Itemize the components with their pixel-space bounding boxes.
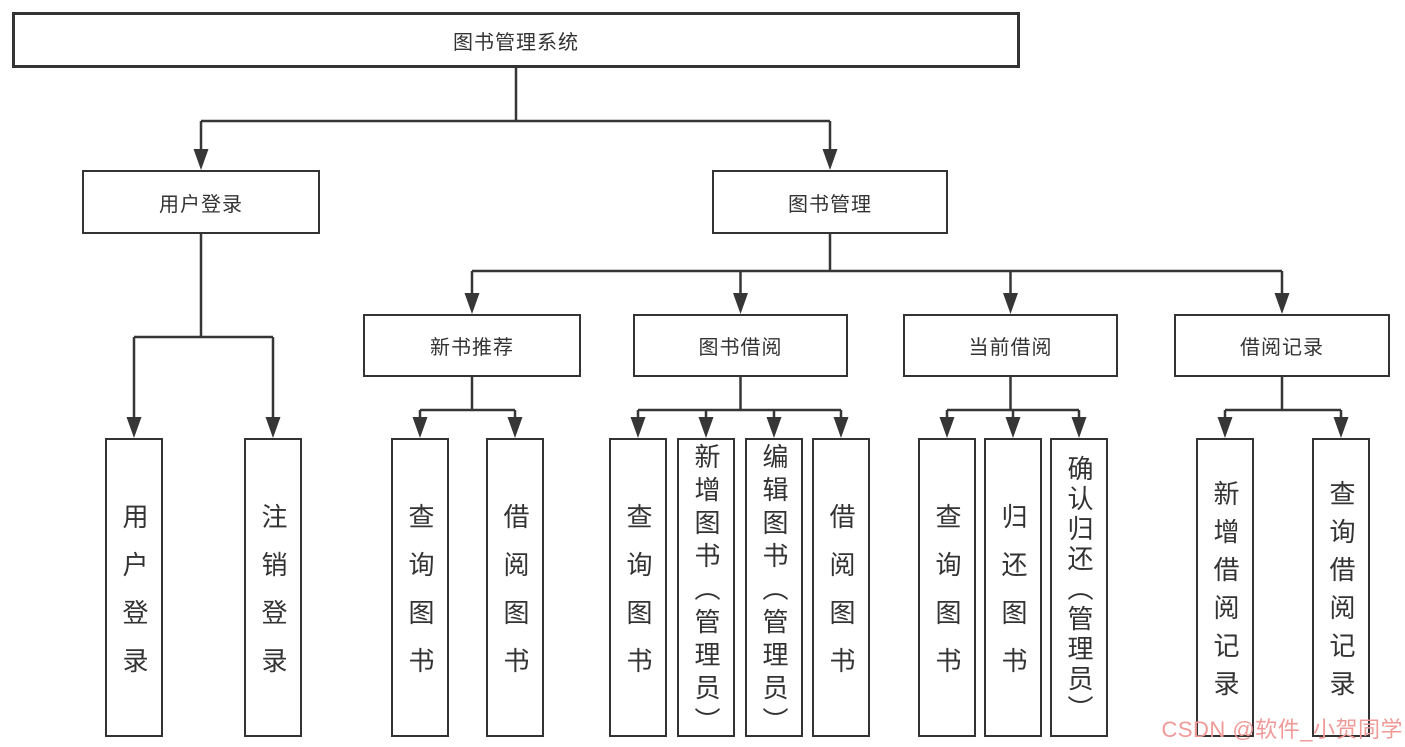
- node-borrow-record-label: 借阅记录: [1240, 337, 1324, 359]
- leaf-add-book-admin: 新增图书（管理员）: [677, 438, 735, 740]
- node-current-borrow-label: 当前借阅: [968, 337, 1053, 359]
- connector-book-borrow-branch: [630, 377, 849, 438]
- leaf-query-borrow-record-label: 查询借阅记录: [1326, 479, 1356, 708]
- leaf-query-books-recommend: 查询图书: [391, 438, 449, 737]
- connector-book-management-to-level3: [464, 234, 1290, 314]
- leaf-query-books-borrow: 查询图书: [609, 438, 667, 737]
- leaf-query-books-borrow-label: 查询图书: [623, 502, 653, 695]
- leaf-return-book-label: 归还图书: [998, 502, 1028, 695]
- leaf-query-books-current: 查询图书: [918, 438, 976, 737]
- node-new-book-recommend-label: 新书推荐: [430, 337, 514, 359]
- node-book-borrow-label: 图书借阅: [698, 337, 783, 359]
- leaf-query-books-recommend-label: 查询图书: [405, 502, 435, 695]
- connector-new-book-recommend-branch: [412, 377, 523, 438]
- connector-current-borrow-branch: [939, 377, 1087, 438]
- leaf-user-login-label: 用户登录: [119, 502, 149, 695]
- leaf-logout: 注销登录: [244, 438, 302, 737]
- leaf-logout-label: 注销登录: [258, 502, 288, 695]
- leaf-return-book: 归还图书: [984, 438, 1042, 737]
- leaf-query-books-current-label: 查询图书: [932, 502, 962, 695]
- leaf-borrow-books-recommend-label: 借阅图书: [500, 502, 530, 695]
- leaf-user-login: 用户登录: [105, 438, 163, 737]
- node-current-borrow: 当前借阅: [903, 314, 1118, 377]
- leaf-confirm-return-admin: 确认归还（管理员）: [1050, 438, 1108, 737]
- csdn-watermark: CSDN @软件_小贺同学: [1161, 717, 1403, 742]
- leaf-edit-book-admin: 编辑图书（管理员）: [745, 438, 803, 740]
- node-book-management-label: 图书管理: [788, 193, 872, 216]
- node-user-login: 用户登录: [82, 170, 320, 234]
- leaf-edit-book-admin-label: 编辑图书（管理员）: [759, 442, 789, 740]
- leaf-query-borrow-record: 查询借阅记录: [1312, 438, 1370, 737]
- node-user-login-label: 用户登录: [159, 193, 243, 216]
- connector-user-login-branch: [126, 234, 281, 438]
- leaf-add-borrow-record-label: 新增借阅记录: [1210, 479, 1240, 708]
- node-root-system: 图书管理系统: [12, 12, 1020, 68]
- leaf-confirm-return-admin-label: 确认归还（管理员）: [1064, 454, 1094, 725]
- leaf-add-borrow-record: 新增借阅记录: [1196, 438, 1254, 737]
- leaf-borrow-books-label: 借阅图书: [826, 502, 856, 695]
- connector-root-to-level2: [193, 68, 838, 170]
- node-book-borrow: 图书借阅: [633, 314, 848, 377]
- node-root-label: 图书管理系统: [453, 31, 579, 54]
- connector-borrow-record-branch: [1217, 377, 1349, 438]
- leaf-borrow-books: 借阅图书: [812, 438, 870, 737]
- node-borrow-record: 借阅记录: [1174, 314, 1390, 377]
- leaf-borrow-books-recommend: 借阅图书: [486, 438, 544, 737]
- node-book-management: 图书管理: [712, 170, 948, 234]
- node-new-book-recommend: 新书推荐: [363, 314, 581, 377]
- leaf-add-book-admin-label: 新增图书（管理员）: [691, 442, 721, 740]
